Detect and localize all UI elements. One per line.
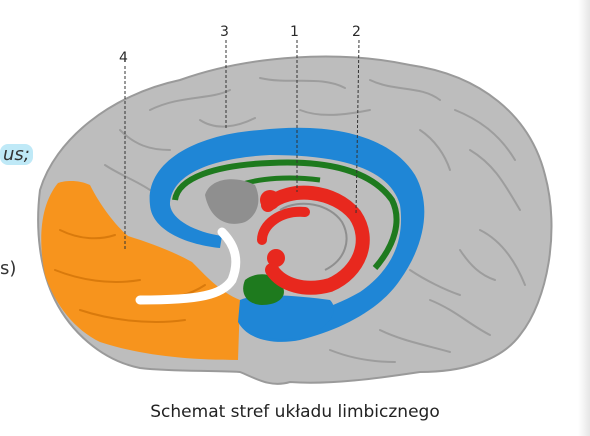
green-band	[172, 159, 400, 270]
cropped-text-fragment-top: us;	[0, 144, 33, 165]
fornix-red	[261, 185, 370, 295]
label-1: 1	[290, 24, 299, 40]
fornix-gray-line	[279, 202, 348, 271]
label-2: 2	[352, 24, 361, 40]
diagram-caption: Schemat stref układu limbicznego	[150, 402, 440, 422]
cingulate-gyrus-blue	[149, 127, 425, 342]
cingulate-lower-blue	[238, 295, 334, 340]
label-3: 3	[220, 24, 229, 40]
leader-lines	[124, 39, 360, 250]
cropped-text-fragment-bottom: s)	[0, 258, 17, 279]
page-edge-shadow	[578, 0, 590, 436]
hippocampus-head-red	[267, 249, 285, 267]
brain-gyri	[104, 77, 526, 363]
thalamus-gray	[205, 179, 259, 224]
white-tract	[135, 227, 241, 305]
mammillary-body-red	[260, 190, 280, 210]
label-4: 4	[119, 50, 128, 66]
fornix-red-inner	[257, 206, 310, 245]
frontal-region-orange	[41, 180, 240, 360]
